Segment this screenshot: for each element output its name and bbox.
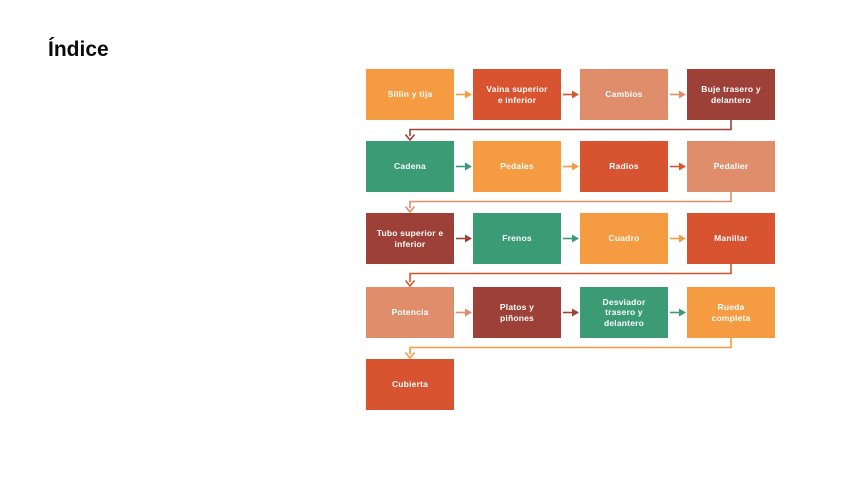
flow-box-label-line: Potencia <box>391 307 429 318</box>
flow-box-cuadro[interactable]: Cuadro <box>580 213 668 264</box>
flow-box-cubierta[interactable]: Cubierta <box>366 359 454 410</box>
flow-box-label-line: Pedales <box>500 161 534 172</box>
flow-box-pedalier[interactable]: Pedalier <box>687 141 775 192</box>
flow-box-label-line: delantero <box>710 94 752 105</box>
flow-box-label-line: e inferior <box>497 94 537 105</box>
flow-box-label-line: Radios <box>609 161 639 172</box>
flow-box-label-line: Buje trasero y <box>701 84 761 95</box>
flow-box-potencia[interactable]: Potencia <box>366 287 454 338</box>
flow-box-radios[interactable]: Radios <box>580 141 668 192</box>
flow-box-pedales[interactable]: Pedales <box>473 141 561 192</box>
flow-box-label-line: Frenos <box>502 233 532 244</box>
flow-box-label-line: Cambios <box>605 89 643 100</box>
flow-box-cambios[interactable]: Cambios <box>580 69 668 120</box>
flow-box-sillin-y-tija[interactable]: Sillin y tija <box>366 69 454 120</box>
flow-box-label-line: Platos y <box>499 302 535 313</box>
flow-box-label-line: Sillin y tija <box>387 89 433 100</box>
flow-box-label-line: Tubo superior e <box>376 228 444 239</box>
flow-box-label-line: Cuadro <box>608 233 640 244</box>
flow-box-label-line: Cubierta <box>391 379 429 390</box>
flow-box-label-line: delantero <box>603 317 645 328</box>
flow-box-label-line: piñones <box>500 312 534 323</box>
flow-box-label-line: completa <box>711 312 751 323</box>
flow-box-label-line: Cadena <box>394 161 426 172</box>
flow-box-label-line: inferior <box>394 238 426 249</box>
flow-box-manillar[interactable]: Manillar <box>687 213 775 264</box>
flow-box-cadena[interactable]: Cadena <box>366 141 454 192</box>
slide-title: Índice <box>48 38 109 61</box>
flow-box-frenos[interactable]: Frenos <box>473 213 561 264</box>
flow-box-label-line: Desviador <box>602 296 646 307</box>
flow-box-label-line: Vaina superior <box>486 84 548 95</box>
flow-box-label-line: Rueda <box>717 302 745 313</box>
flow-box-label-line: trasero y <box>605 307 643 318</box>
flow-box-label-line: Pedalier <box>713 161 749 172</box>
flow-box-label-line: Manillar <box>714 233 748 244</box>
